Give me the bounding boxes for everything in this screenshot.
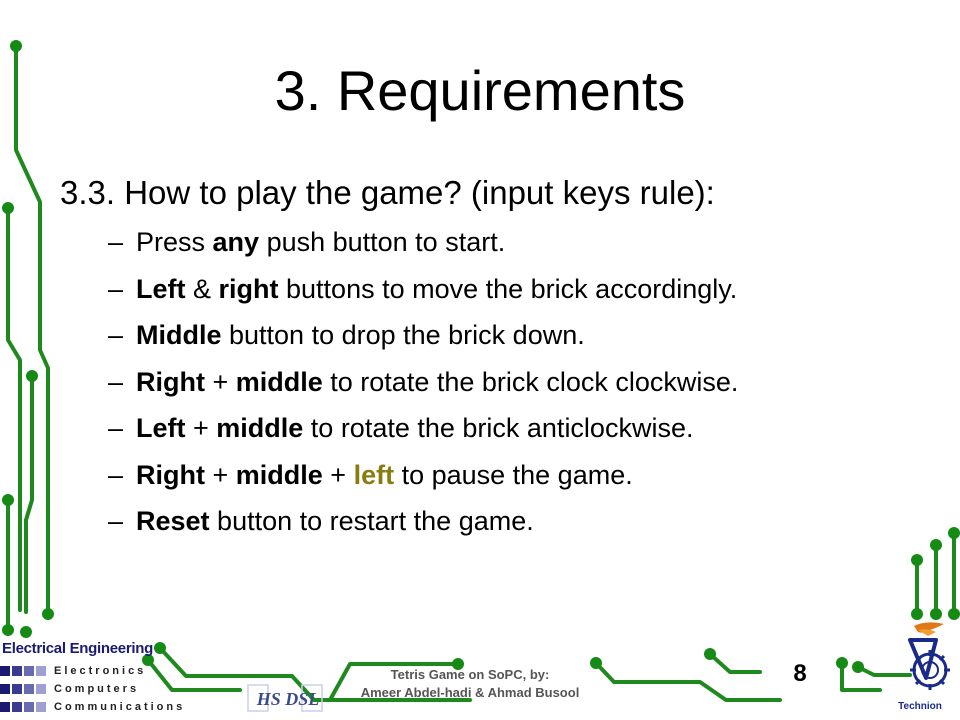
bullet-dash: – <box>108 366 124 397</box>
bullet-dash: – <box>108 413 124 443</box>
bullet-text: to pause the game. <box>394 459 633 490</box>
bullet-text: & <box>185 273 219 304</box>
footer-line-2: Ameer Abdel-hadi & Ahmad Busool <box>360 685 580 700</box>
bullet-dash: – <box>108 273 124 304</box>
bullet-dash: – <box>108 459 124 490</box>
technion-logo: Technion <box>880 618 960 720</box>
ee-logo-electronics: Electronics <box>54 665 147 677</box>
bullet-keyword: Left <box>136 273 186 304</box>
bullet-text: + <box>204 459 236 490</box>
footer-line-1: Tetris Game on SoPC, by: <box>390 667 550 682</box>
bullet-keyword: Middle <box>136 320 222 350</box>
ee-logo-computers: Computers <box>54 683 140 695</box>
ee-logo-communications: Communications <box>54 701 186 713</box>
bullet-dash: – <box>108 320 124 350</box>
bullet-text: button to drop the brick down. <box>221 320 585 350</box>
bullet-dash: – <box>108 227 124 257</box>
bullet-item: –Right + middle to rotate the brick cloc… <box>108 364 738 411</box>
bullet-text: buttons to move the brick accordingly. <box>278 273 738 304</box>
ee-logo-row: Computers <box>0 682 139 696</box>
bullet-keyword: left <box>353 459 395 490</box>
bullet-keyword: middle <box>216 413 304 443</box>
bullet-keyword: right <box>218 273 279 304</box>
instructions-list: –Press any push button to start.–Left & … <box>108 224 738 550</box>
ee-logo-row: Communications <box>0 700 185 714</box>
bullet-text: + <box>322 459 354 490</box>
slide-title: 3. Requirements <box>274 59 686 122</box>
bullet-keyword: Left <box>136 413 186 443</box>
bullet-keyword: Right <box>136 366 205 397</box>
bullet-keyword: Right <box>136 459 205 490</box>
ee-logo-title: Electrical Engineering <box>2 640 153 657</box>
bullet-item: –Left & right buttons to move the brick … <box>108 271 738 318</box>
electrical-engineering-logo: Electrical Engineering Electronics Compu… <box>0 640 190 720</box>
technion-label: Technion <box>898 701 942 712</box>
bullet-text: to rotate the brick clock clockwise. <box>322 366 739 397</box>
bullet-keyword: middle <box>235 459 323 490</box>
bullet-text: + <box>204 366 236 397</box>
bullet-item: –Right + middle + left to pause the game… <box>108 457 738 504</box>
bullet-dash: – <box>108 506 124 536</box>
footer-credits: Tetris Game on SoPC, by: Ameer Abdel-had… <box>340 666 600 702</box>
bullet-text: push button to start. <box>259 227 506 257</box>
page-number: 8 <box>793 660 807 687</box>
bullet-item: –Reset button to restart the game. <box>108 503 738 550</box>
bullet-keyword: any <box>212 227 260 257</box>
bullet-keyword: Reset <box>136 506 210 536</box>
bullet-text: + <box>185 413 217 443</box>
bullet-item: –Press any push button to start. <box>108 224 738 271</box>
hs-dsl-logo-text: HS DSL <box>256 689 320 709</box>
section-heading: 3.3. How to play the game? (input keys r… <box>60 174 715 211</box>
bullet-text: Press <box>136 227 213 257</box>
bullet-item: –Left + middle to rotate the brick antic… <box>108 410 738 457</box>
bullet-keyword: middle <box>235 366 323 397</box>
ee-logo-row: Electronics <box>0 664 146 678</box>
hs-dsl-logo: HS DSL <box>247 684 323 712</box>
bullet-text: button to restart the game. <box>209 506 534 536</box>
bullet-item: –Middle button to drop the brick down. <box>108 317 738 364</box>
technion-emblem-icon <box>908 622 950 690</box>
bullet-text: to rotate the brick anticlockwise. <box>303 413 694 443</box>
